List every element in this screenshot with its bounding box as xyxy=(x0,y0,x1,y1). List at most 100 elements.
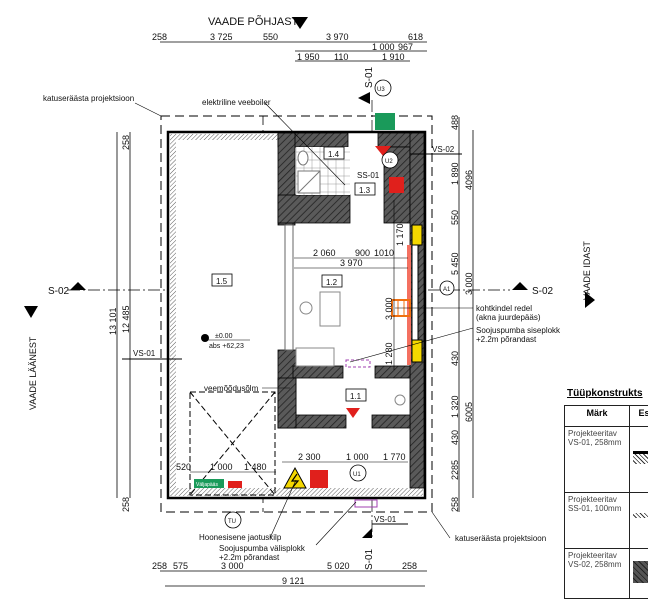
water-meter-area xyxy=(189,391,276,496)
plan-label: 5 020 xyxy=(327,561,350,571)
plan-label: 2 300 xyxy=(298,452,321,462)
plan-label: 900 xyxy=(355,248,370,258)
toilet-icon xyxy=(297,150,309,166)
plan-label: elektriline veeboiler xyxy=(202,98,271,107)
plan-label: (akna juurdepääs) xyxy=(476,313,541,322)
plan-label: 3 000 xyxy=(221,561,244,571)
plan-label: 550 xyxy=(450,210,460,225)
plan-label: 1.5 xyxy=(216,277,228,286)
plan-label: VS-01 xyxy=(133,349,156,358)
desk xyxy=(319,291,341,327)
plan-label: 3 000 xyxy=(464,272,474,295)
view-arrow-icon xyxy=(24,306,38,318)
plan-label: 430 xyxy=(450,430,460,445)
plan-label: 967 xyxy=(398,42,413,52)
plan-label: VAADE LÄÄNEST xyxy=(28,336,38,410)
plan-label: 1 170 xyxy=(395,223,405,246)
plan-label: S-01 xyxy=(364,548,375,570)
fire-alarm-icon xyxy=(228,481,242,488)
plan-label: +2.2m põrandast xyxy=(219,553,280,562)
plan-label: 258 xyxy=(152,561,167,571)
plan-label: 1 280 xyxy=(384,342,394,365)
construction-mark: Projekteeritav VS-02, 258mm xyxy=(564,548,630,599)
plan-label: VAADE IDAST xyxy=(582,241,592,300)
plan-label: 258 xyxy=(152,32,167,42)
plan-label: ±0.00 xyxy=(215,333,233,340)
plan-label: 12 485 xyxy=(121,305,131,333)
room-tags xyxy=(211,146,376,402)
window xyxy=(411,224,423,246)
plan-label: TU xyxy=(228,519,236,525)
plan-label: 258 xyxy=(121,497,131,512)
column-header: Märk xyxy=(564,405,630,427)
exit-sign-icon xyxy=(375,113,395,130)
plan-label: Soojuspumba välisplokk xyxy=(219,544,306,553)
plan-label: A1 xyxy=(443,287,451,293)
plan-label: Väljapääs xyxy=(196,482,218,488)
plan-label: VS-01 xyxy=(374,515,397,524)
top-dimensions xyxy=(160,41,427,62)
plan-label: 2285 xyxy=(450,460,460,480)
construction-mark: Projekteeritav VS-01, 258mm xyxy=(564,426,630,493)
plan-label: +2.2m põrandast xyxy=(476,335,537,344)
plan-label: 520 xyxy=(176,462,191,472)
plan-label: 1.3 xyxy=(359,186,371,195)
plan-label: 258 xyxy=(402,561,417,571)
plan-label: U1 xyxy=(353,472,361,478)
plan-label: 1.2 xyxy=(326,278,338,287)
plan-label: 5 450 xyxy=(450,252,460,275)
view-east-label: VAADE IDAST xyxy=(582,241,592,300)
plan-label: VAADE PÕHJAST xyxy=(208,15,299,28)
plan-label: kohtkindel redel xyxy=(476,304,532,313)
plan-label: 575 xyxy=(173,561,188,571)
view-west-label: VAADE LÄÄNEST xyxy=(28,336,38,410)
construction-sketch xyxy=(629,426,648,493)
plan-label: 1 000 xyxy=(372,42,395,52)
plan-label: katuseräästa projektsioon xyxy=(43,94,134,103)
plan-label: S-01 xyxy=(364,66,375,88)
construction-mark: Projekteeritav SS-01, 100mm xyxy=(564,492,630,549)
plan-label: U2 xyxy=(385,159,393,165)
plan-label: 1 950 xyxy=(297,52,320,62)
door-tags xyxy=(224,79,455,529)
window xyxy=(284,224,294,351)
plan-label: SS-01 xyxy=(357,171,380,180)
fire-alarm-icon xyxy=(375,146,391,156)
view-arrow-icon xyxy=(585,292,595,308)
electrical-hazard-icon xyxy=(283,466,307,489)
plan-label: 488 xyxy=(450,115,460,130)
plan-label: 110 xyxy=(334,52,348,62)
view-north-label: VAADE PÕHJAST xyxy=(208,15,308,29)
plan-label: 1 910 xyxy=(382,52,405,62)
plan-label: 1 320 xyxy=(450,395,460,418)
plan-label: S-02 xyxy=(532,286,554,297)
plan-label: 3 000 xyxy=(384,297,394,320)
fire-extinguisher-icon xyxy=(310,470,328,488)
plan-label: 2 060 xyxy=(313,248,336,258)
plan-label: 1 000 xyxy=(346,452,369,462)
table-header-row: Märk Esk xyxy=(564,405,648,427)
plan-label: 1 770 xyxy=(383,452,406,462)
plan-label: 618 xyxy=(408,32,423,42)
fire-extinguisher-icon xyxy=(389,177,404,193)
lightning-icon xyxy=(290,473,300,488)
plan-label: U3 xyxy=(377,87,385,93)
construction-sketch xyxy=(629,548,648,599)
roof-projection-outline xyxy=(160,115,433,513)
table-row: Projekteeritav VS-02, 258mm xyxy=(564,548,648,599)
exit-sign-icon xyxy=(194,479,224,488)
plan-label: 4096 xyxy=(464,170,474,190)
plan-label: 6005 xyxy=(464,402,474,422)
plan-label: 258 xyxy=(121,135,131,150)
plan-label: 13 101 xyxy=(108,307,118,335)
plan-label: S-02 xyxy=(48,286,70,297)
plan-label: 3 970 xyxy=(326,32,349,42)
construction-types-table: Märk Esk Projekteeritav VS-01, 258mm Pro… xyxy=(564,405,648,599)
plan-label: 258 xyxy=(450,497,460,512)
plan-label: 3 970 xyxy=(340,258,363,268)
construction-table-title: Tüüpkonstrukts xyxy=(567,388,643,399)
plan-label: 430 xyxy=(450,351,460,366)
plan-label: VS-02 xyxy=(432,145,455,154)
plan-label: 1 890 xyxy=(450,162,460,185)
